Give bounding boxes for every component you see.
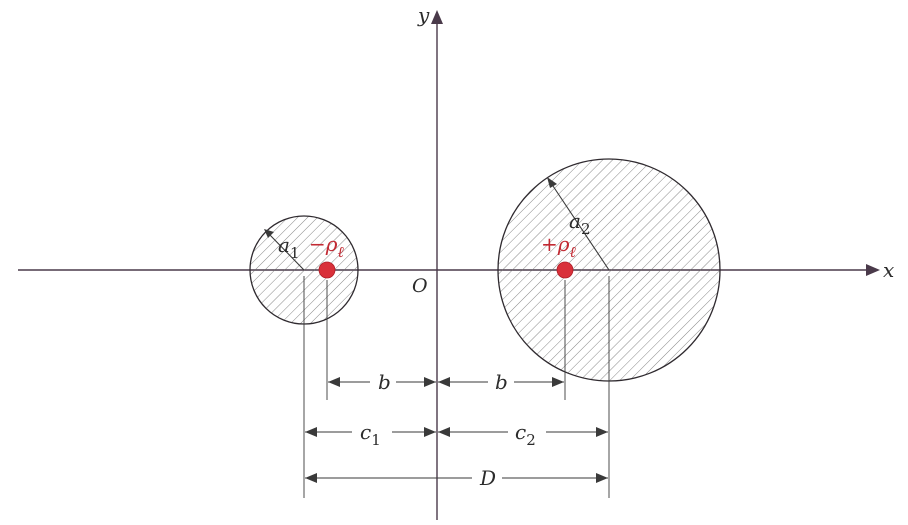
y-axis-label: y xyxy=(417,3,430,27)
c1-arrow-end-icon xyxy=(424,427,436,437)
D-arrow-end-icon xyxy=(596,473,608,483)
c1-arrow-start-icon xyxy=(305,427,317,437)
b-right-label: b xyxy=(495,370,508,394)
c1-label: c1 xyxy=(360,420,381,449)
right-radius-arrow xyxy=(550,182,610,271)
b-left-label: b xyxy=(378,370,391,394)
left-radius-arrow xyxy=(267,232,305,271)
negative-line-charge xyxy=(318,261,336,279)
b-right-arrow-end-icon xyxy=(552,377,564,387)
positive-charge-label: +ρℓ xyxy=(541,232,576,261)
b-right-arrow-start-icon xyxy=(438,377,450,387)
x-axis-arrow-icon xyxy=(866,264,880,276)
positive-line-charge xyxy=(556,261,574,279)
D-arrow-start-icon xyxy=(305,473,317,483)
x-axis-label: x xyxy=(883,258,894,282)
D-label: D xyxy=(479,466,496,490)
origin-label: O xyxy=(412,275,428,297)
left-radius-arrowhead-icon xyxy=(264,229,274,238)
right-radius-label: a2 xyxy=(569,209,590,238)
c2-arrow-start-icon xyxy=(438,427,450,437)
left-radius-label: a1 xyxy=(278,233,299,262)
y-axis-arrow-icon xyxy=(431,10,443,24)
b-left-arrow-end-icon xyxy=(424,377,436,387)
right-radius-arrowhead-icon xyxy=(547,177,557,188)
c2-arrow-end-icon xyxy=(596,427,608,437)
c2-label: c2 xyxy=(515,420,536,449)
negative-charge-label: −ρℓ xyxy=(309,232,344,261)
b-left-arrow-start-icon xyxy=(328,377,340,387)
